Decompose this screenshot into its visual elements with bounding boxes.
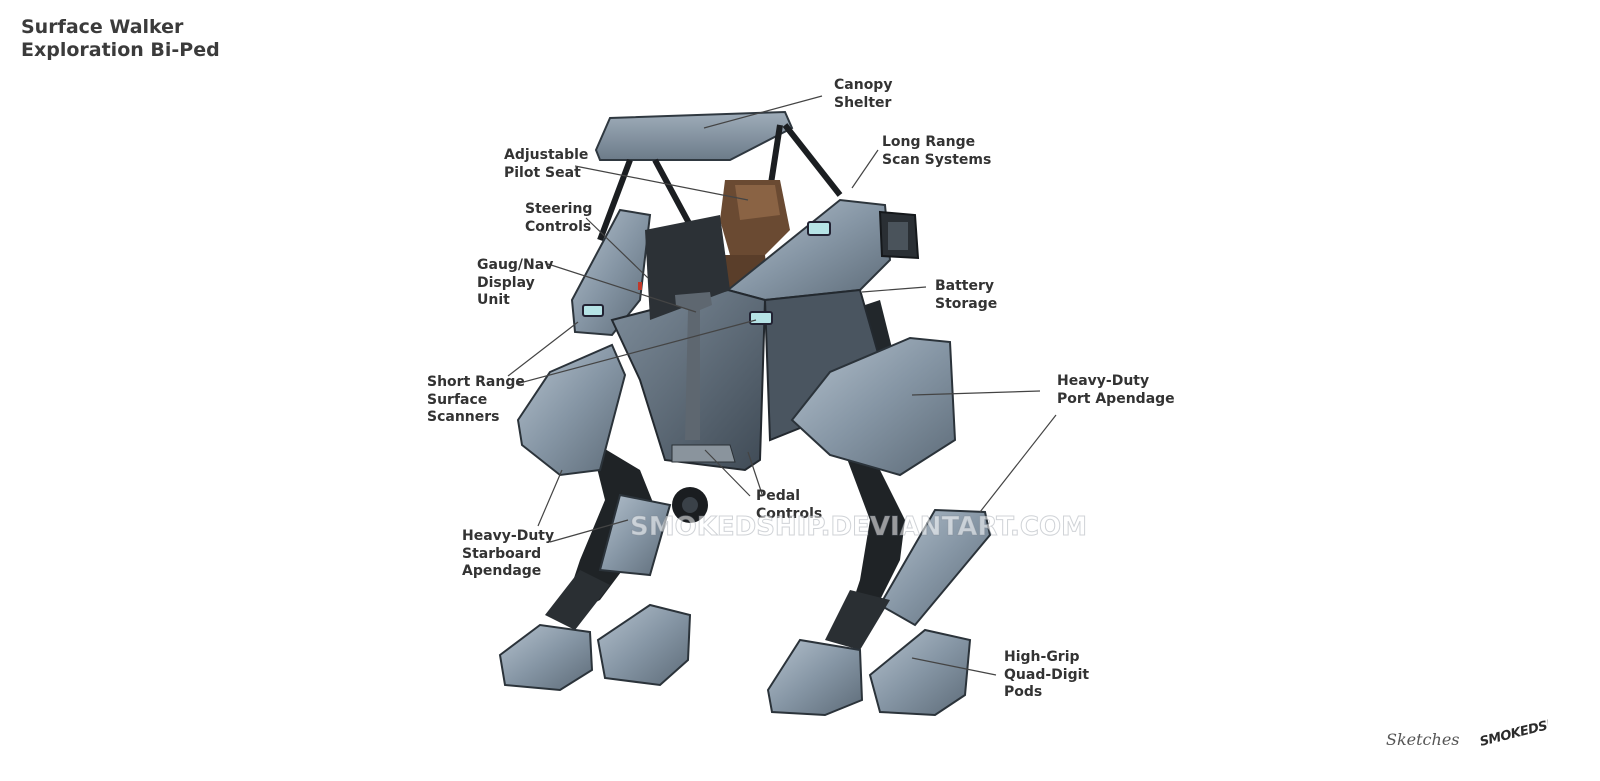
cockpit-hull (570, 198, 920, 472)
label-steering-controls: Steering Controls (525, 201, 592, 236)
label-line: Short Range (427, 374, 525, 390)
label-line: Shelter (834, 94, 892, 111)
label-line: Controls (525, 218, 592, 235)
label-line: Unit (477, 292, 510, 308)
label-line: Steering (525, 201, 593, 217)
label-gauge-nav-display-unit: Gaug/Nav Display Unit (477, 257, 553, 310)
label-line: Heavy-Duty (1057, 373, 1150, 389)
svg-text:SMOKEDSHIP: SMOKEDSHIP (1478, 713, 1548, 748)
label-line: Pedal (756, 488, 801, 504)
label-adjustable-pilot-seat: Adjustable Pilot Seat (504, 147, 588, 182)
watermark: SMOKEDSHIP.DEVIANTART.COM (630, 512, 1088, 543)
short-range-scanner-right (749, 311, 773, 325)
long-range-scanner (807, 221, 831, 236)
label-line: Heavy-Duty (462, 528, 555, 544)
label-line: Adjustable (504, 147, 589, 163)
port-apendage (766, 336, 992, 717)
label-pedal-controls: Pedal Controls (756, 488, 822, 523)
label-line: Pilot Seat (504, 164, 581, 181)
label-long-range-scan-systems: Long Range Scan Systems (882, 134, 991, 169)
label-high-grip-quad-digit-pods: High-Grip Quad-Digit Pods (1004, 649, 1089, 702)
label-line: Storage (935, 295, 998, 312)
title-line-1: Surface Walker (21, 16, 184, 38)
gauge-indicator (638, 282, 642, 290)
canopy-roof (594, 110, 843, 256)
label-line: Scan Systems (882, 151, 992, 168)
label-line: Gaug/Nav (477, 257, 554, 273)
label-battery-storage: Battery Storage (935, 278, 997, 313)
artist-signature-logo: SMOKEDSHIP (1478, 713, 1548, 748)
label-heavy-duty-starboard-apendage: Heavy-Duty Starboard Apendage (462, 528, 554, 581)
leader-lines (507, 95, 1057, 676)
label-line: High-Grip (1004, 649, 1080, 665)
label-line: Canopy (834, 77, 893, 93)
label-line: Starboard (462, 545, 542, 562)
label-line: Apendage (462, 563, 542, 579)
label-line: Port Apendage (1057, 390, 1175, 407)
label-line: Quad-Digit (1004, 666, 1090, 683)
label-line: Display (477, 274, 535, 291)
label-line: Scanners (427, 409, 500, 425)
label-line: Surface (427, 391, 488, 408)
starboard-apendage (498, 343, 692, 692)
label-canopy-shelter: Canopy Shelter (834, 77, 892, 112)
diagram-title: Surface Walker Exploration Bi-Ped (21, 16, 220, 62)
label-line: Controls (756, 505, 823, 522)
label-line: Battery (935, 278, 995, 294)
label-short-range-surface-scanners: Short Range Surface Scanners (427, 374, 525, 427)
label-heavy-duty-port-apendage: Heavy-Duty Port Apendage (1057, 373, 1175, 408)
sketches-caption: Sketches (1386, 730, 1460, 749)
title-line-2: Exploration Bi-Ped (21, 39, 220, 61)
short-range-scanner-left (582, 304, 604, 317)
label-line: Long Range (882, 134, 976, 150)
label-line: Pods (1004, 684, 1043, 700)
